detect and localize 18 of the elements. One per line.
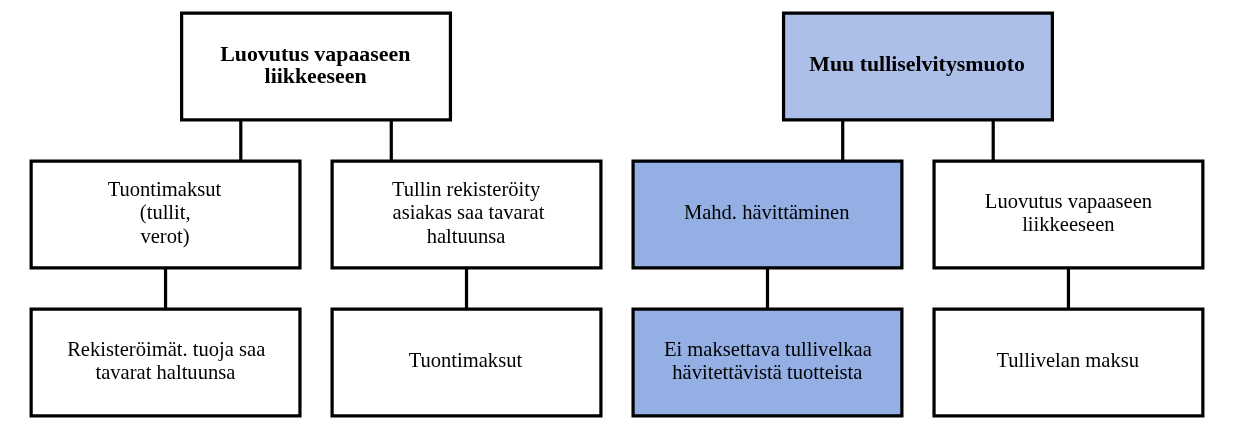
node-box: Mahd. hävittäminen (631, 159, 904, 270)
node-box: Tuontimaksut (330, 307, 603, 418)
connector (163, 267, 168, 309)
node-box: Rekisteröimät. tuoja saa tavarat haltuunsa (29, 307, 302, 418)
connector (1066, 267, 1071, 309)
node-box: Luovutus vapaaseen liikkeeseen (932, 159, 1205, 270)
connector (765, 267, 770, 309)
node-box: Luovutus vapaaseen liikkeeseen (180, 11, 453, 122)
connector (991, 120, 995, 161)
connector (389, 120, 393, 161)
node-box: Muu tulliselvitysmuoto (781, 11, 1054, 122)
node-box: Tullin rekisteröity asiakas saa tavarat haltuunsa (330, 159, 603, 270)
connector (841, 120, 845, 161)
node-box: Tuontimaksut (tullit, verot) (29, 159, 302, 270)
node-box: Tullivelan maksu (932, 307, 1205, 418)
connector (239, 120, 243, 161)
node-box: Ei maksettava tullivelkaa hävitettävistä tuotteista (631, 307, 904, 418)
connector (464, 267, 469, 309)
